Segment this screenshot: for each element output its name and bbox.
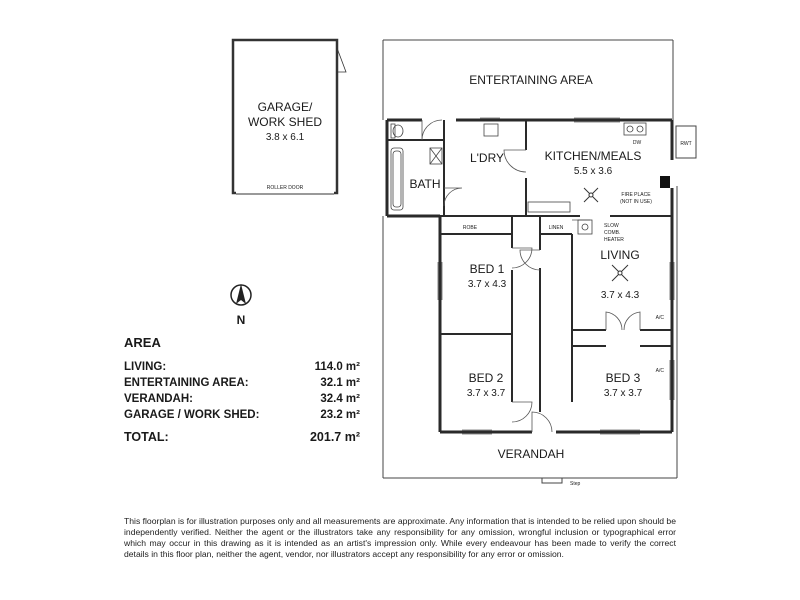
laundry-tub xyxy=(483,123,499,137)
area-title: AREA xyxy=(124,335,161,350)
living-name: LIVING xyxy=(600,248,639,262)
north-arrow-icon xyxy=(230,284,252,306)
verandah-outline xyxy=(382,186,678,484)
area-total-value: 201.7 m² xyxy=(309,430,360,444)
area-row-value: 32.1 m² xyxy=(320,377,360,389)
rainwater-tank xyxy=(675,125,697,159)
kitchen-dims: 5.5 x 3.6 xyxy=(574,166,613,177)
bath-fixtures xyxy=(390,123,443,211)
linen-label: LINEN xyxy=(549,225,564,231)
bath-label: BATH xyxy=(409,177,440,191)
garage-door-label: ROLLER DOOR xyxy=(267,185,304,191)
robe-label: ROBE xyxy=(463,225,478,231)
entertaining-area-outline xyxy=(382,39,674,120)
interior-walls xyxy=(387,120,672,412)
bed1-name: BED 1 xyxy=(470,262,505,276)
step-label: Step xyxy=(570,481,581,487)
area-row: ENTERTAINING AREA: 32.1 m² xyxy=(124,375,360,391)
entertaining-area-label: ENTERTAINING AREA xyxy=(469,73,593,87)
dw-label: DW xyxy=(633,140,642,146)
bed3-dims: 3.7 x 3.7 xyxy=(604,388,643,399)
living-ceiling-fan-icon xyxy=(611,264,629,282)
area-row-value: 32.4 m² xyxy=(320,393,360,405)
garage-side-door xyxy=(336,47,347,73)
ac-label-bed3: A/C xyxy=(656,368,665,374)
area-row-label: GARAGE / WORK SHED: xyxy=(124,409,260,421)
ac-label-living: A/C xyxy=(656,315,665,321)
garage-name-2: WORK SHED xyxy=(248,115,322,129)
disclaimer-text: This floorplan is for illustration purpo… xyxy=(124,516,676,559)
area-row: VERANDAH: 32.4 m² xyxy=(124,391,360,407)
heater-label-1: SLOW xyxy=(604,223,619,229)
fireplace-label-2: (NOT IN USE) xyxy=(620,199,652,205)
area-row: LIVING: 114.0 m² xyxy=(124,359,360,375)
rwt-label: RWT xyxy=(680,141,691,147)
north-label: N xyxy=(237,313,246,327)
living-dims: 3.7 x 4.3 xyxy=(601,290,640,301)
heater-label-2: COMB. xyxy=(604,230,620,236)
garage-dims: 3.8 x 6.1 xyxy=(266,132,305,143)
bed2-name: BED 2 xyxy=(469,371,504,385)
area-row-label: LIVING: xyxy=(124,361,167,373)
door-swings xyxy=(421,119,641,433)
heater-label-3: HEATER xyxy=(604,237,624,243)
windows xyxy=(437,117,675,435)
area-summary: AREA LIVING: 114.0 m² ENTERTAINING AREA:… xyxy=(124,335,360,445)
kitchen-name: KITCHEN/MEALS xyxy=(545,149,642,163)
slow-combustion-heater xyxy=(577,219,593,235)
heater-flue xyxy=(581,223,589,231)
bed2-dims: 3.7 x 3.7 xyxy=(467,388,506,399)
garage-name-1: GARAGE/ xyxy=(258,100,313,114)
area-row-label: VERANDAH: xyxy=(124,393,193,405)
house-walls xyxy=(385,118,674,434)
area-total-row: TOTAL: 201.7 m² xyxy=(124,429,360,445)
fireplace xyxy=(660,176,670,188)
bed1-dims: 3.7 x 4.3 xyxy=(468,279,507,290)
kitchen-fixtures xyxy=(527,122,647,213)
area-row-value: 114.0 m² xyxy=(314,361,360,373)
area-total-label: TOTAL: xyxy=(124,430,169,444)
laundry-label: L'DRY xyxy=(470,151,504,165)
bed3-name: BED 3 xyxy=(606,371,641,385)
kitchen-ceiling-fan-icon xyxy=(583,187,599,203)
verandah-label: VERANDAH xyxy=(498,447,565,461)
area-row: GARAGE / WORK SHED: 23.2 m² xyxy=(124,407,360,423)
area-row-value: 23.2 m² xyxy=(320,409,360,421)
fireplace-label-1: FIRE PLACE xyxy=(621,192,651,198)
area-row-label: ENTERTAINING AREA: xyxy=(124,377,249,389)
